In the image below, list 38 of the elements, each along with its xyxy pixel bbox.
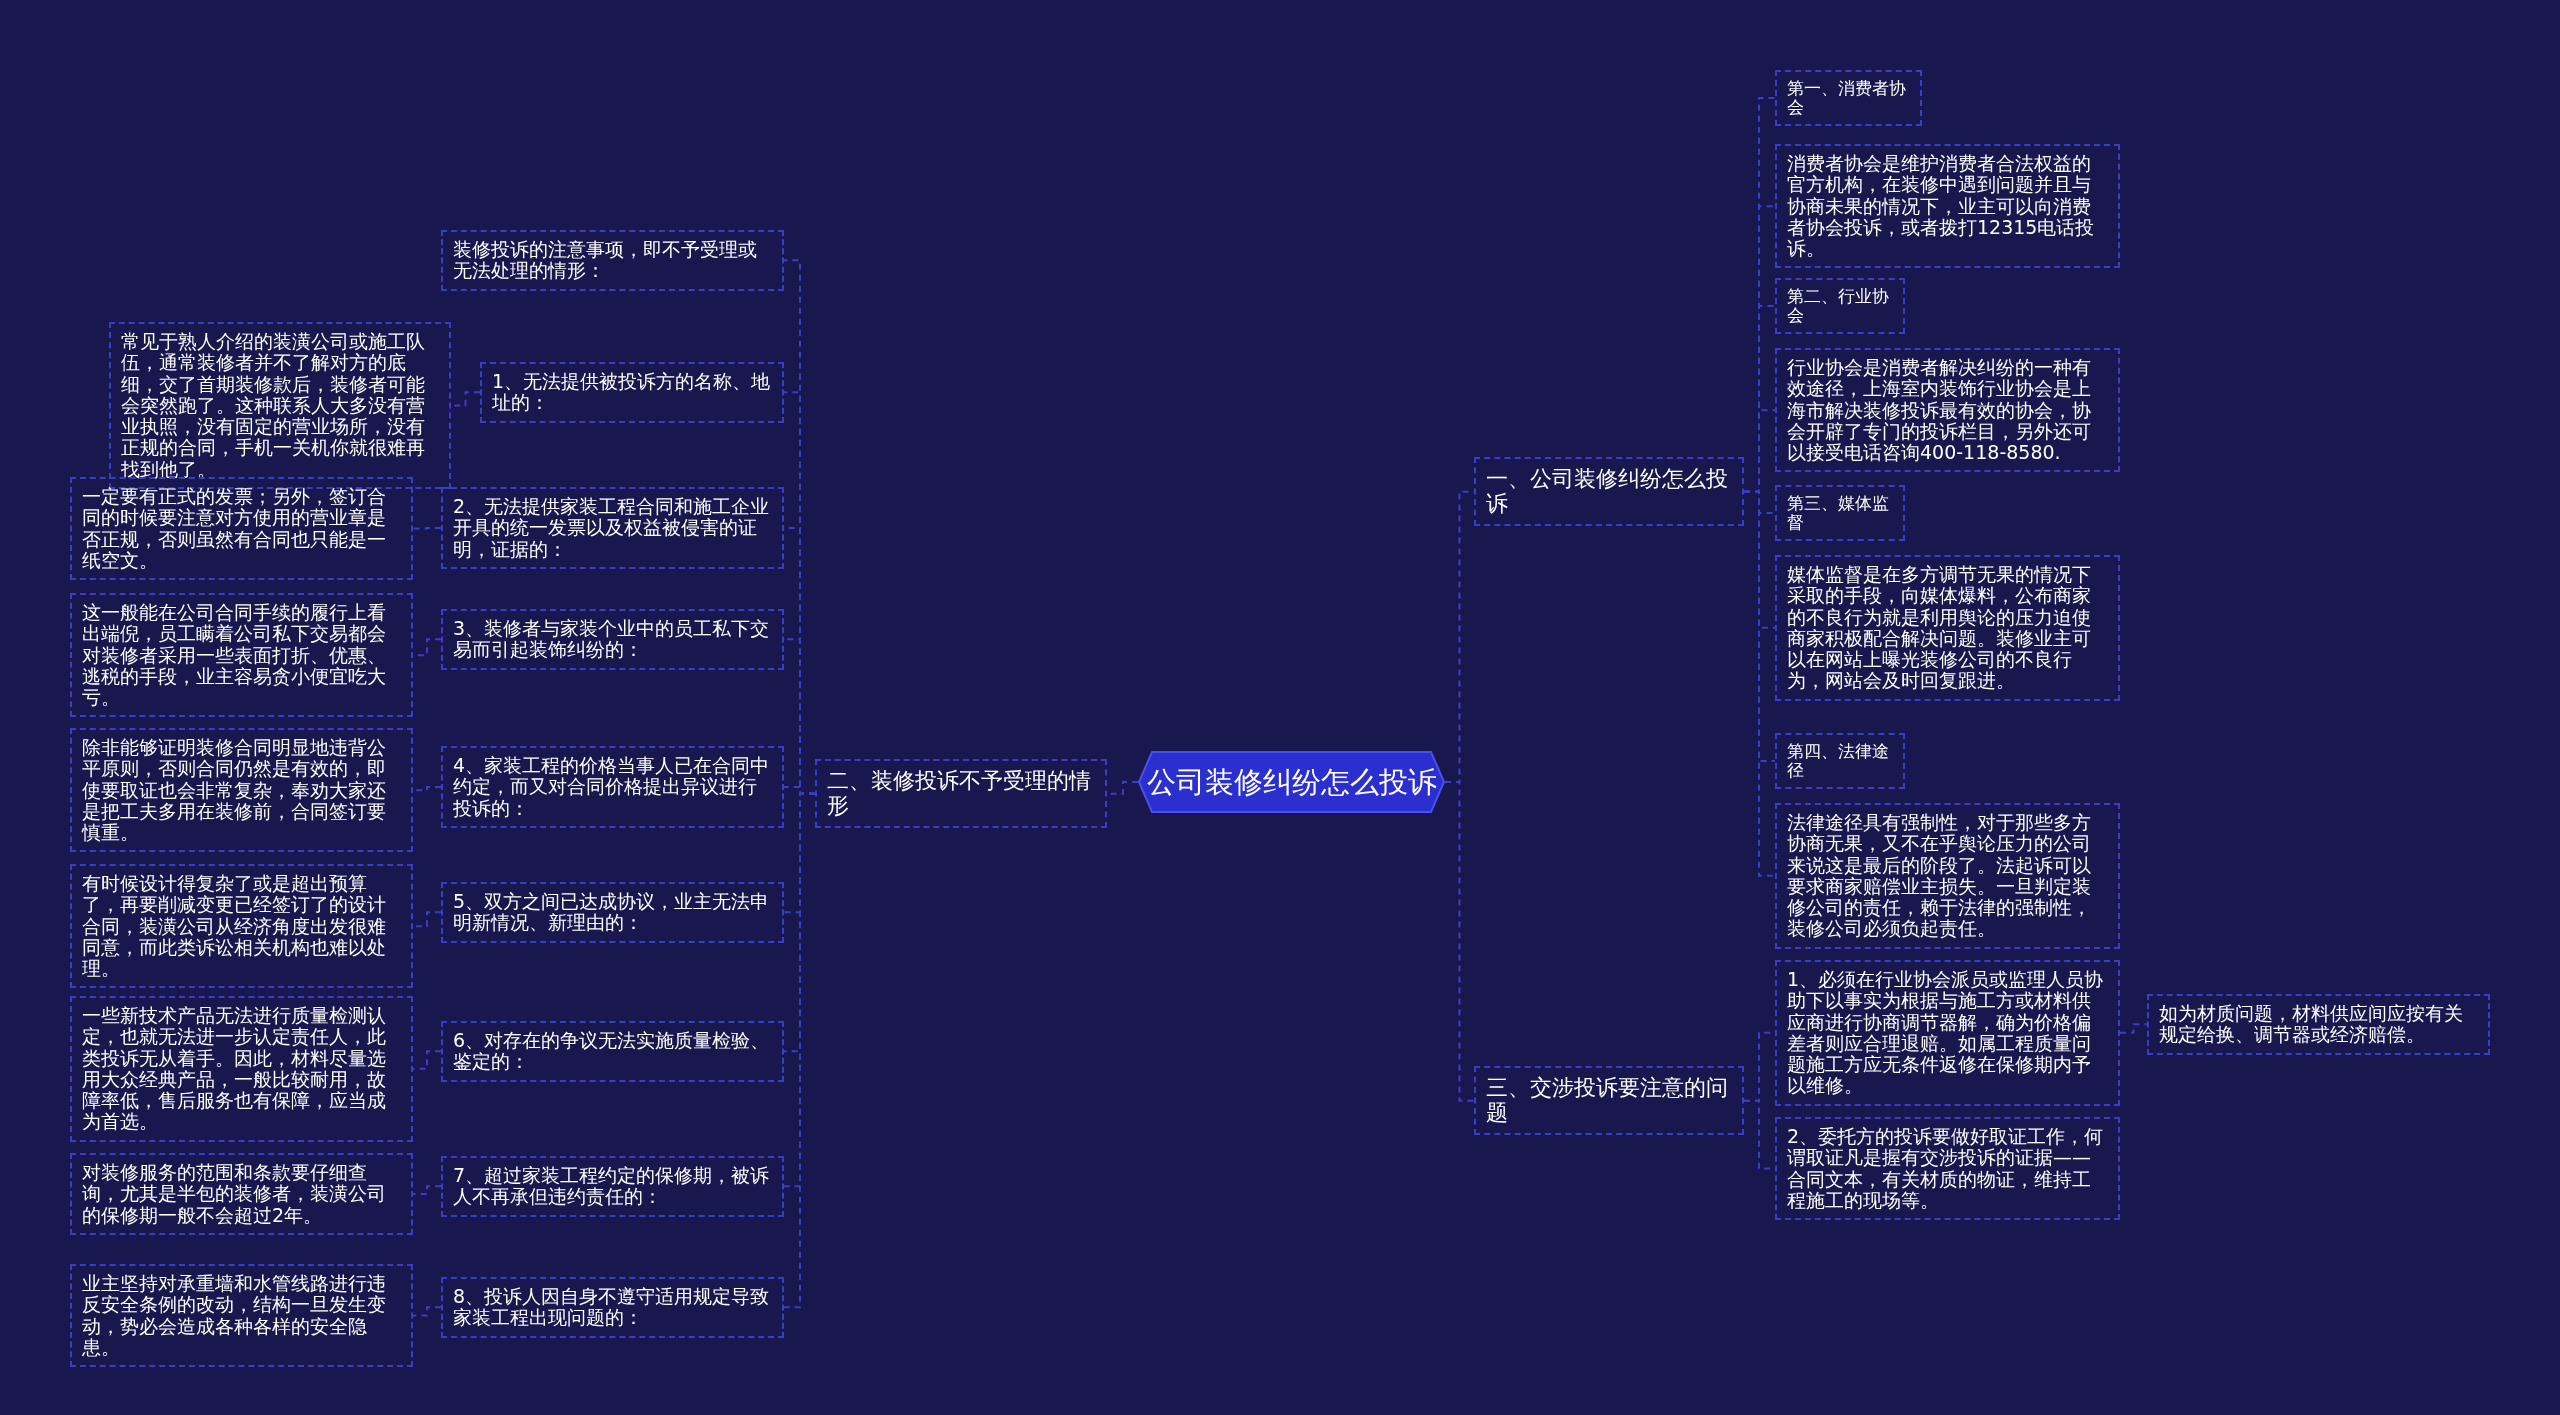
note-box: 行业协会是消费者解决纠纷的一种有效途径，上海室内装饰行业协会是上海市解决装修投诉最有效的协会，协会开辟了专门的投诉栏目，另外还可以接受电话咨询400-118-8580. bbox=[1775, 348, 2120, 473]
connector-line bbox=[1743, 490, 1776, 877]
note-box: 3、装修者与家装个业中的员工私下交易而引起装饰纠纷的： bbox=[441, 609, 784, 670]
note-box: 消费者协会是维护消费者合法权益的官方机构，在装修中遇到问题并且与协商未果的情况下，业主可以向消费者协会投诉，或者拨打12315电话投诉。 bbox=[1775, 144, 2120, 269]
note-box: 有时候设计得复杂了或是超出预算了，再要削减变更已经签订了的设计合同，装潢公司从经济角度出发很难同意，而此类诉讼相关机构也难以处理。 bbox=[70, 864, 413, 989]
heading-box: 第一、消费者协会 bbox=[1775, 70, 1922, 127]
note-box: 一些新技术产品无法进行质量检测认定，也就无法进一步认定责任人，此类投诉无从着手。因此，材料尽量选用大众经典产品，一般比较耐用，故障率低，售后服务也有保障，应当成为首选。 bbox=[70, 996, 413, 1142]
heading-box: 第三、媒体监督 bbox=[1775, 485, 1905, 542]
note-box: 1、必须在行业协会派员或监理人员协助下以事实为根据与施工方或材料供应商进行协商调节器解，确为价格偏差者则应合理退赔。如属工程质量问题施工方应无条件返修在保修期内予以维修。 bbox=[1775, 960, 2120, 1106]
note-box: 7、超过家装工程约定的保修期，被诉人不再承但违约责任的： bbox=[441, 1156, 784, 1217]
note-box: 如为材质问题，材料供应间应按有关规定给换、调节器或经济赔偿。 bbox=[2147, 994, 2490, 1055]
note-box: 对装修服务的范围和条款要仔细查询，尤其是半包的装修者，装潢公司的保修期一般不会超过2年。 bbox=[70, 1153, 413, 1235]
connector-line bbox=[412, 1050, 442, 1070]
central-topic: 公司装修纠纷怎么投诉 bbox=[1138, 751, 1445, 813]
note-box: 8、投诉人因自身不遵守适用规定导致家装工程出现问题的： bbox=[441, 1277, 784, 1338]
note-box: 2、无法提供家装工程合同和施工企业开具的统一发票以及权益被侵害的证明，证据的： bbox=[441, 487, 784, 569]
connector-line bbox=[783, 792, 816, 1309]
note-box: 装修投诉的注意事项，即不予受理或无法处理的情形： bbox=[441, 230, 784, 291]
connector-line bbox=[2119, 1023, 2148, 1034]
heading-box: 第二、行业协会 bbox=[1775, 278, 1905, 335]
branch-box: 三、交涉投诉要注意的问题 bbox=[1474, 1066, 1744, 1136]
note-box: 4、家装工程的价格当事人已在合同中约定，而又对合同价格提出异议进行投诉的： bbox=[441, 746, 784, 828]
note-box: 业主坚持对承重墙和水管线路进行违反安全条例的改动，结构一旦发生变动，势必会造成各种各样的安全隐患。 bbox=[70, 1264, 413, 1368]
note-box: 2、委托方的投诉要做好取证工作，何谓取证凡是握有交涉投诉的证据——合同文本，有关材质的物证，维持工程施工的现场等。 bbox=[1775, 1117, 2120, 1221]
branch-box: 二、装修投诉不予受理的情形 bbox=[815, 759, 1107, 829]
note-box: 除非能够证明装修合同明显地违背公平原则，否则合同仍然是有效的，即使要取证也会非常复杂，奉劝大家还是把工夫多用在装修前，合同签订要慎重。 bbox=[70, 728, 413, 853]
note-box: 6、对存在的争议无法实施质量检验、鉴定的： bbox=[441, 1021, 784, 1082]
connector-line bbox=[412, 1306, 442, 1317]
connector-line bbox=[1444, 781, 1475, 1102]
note-box: 法律途径具有强制性，对于那些多方协商无果，又不在乎舆论压力的公司来说这是最后的阶段了。法起诉可以要求商家赔偿业主损失。一旦判定装修公司的责任，赖于法律的强制性，装修公司必须负起责任。 bbox=[1775, 803, 2120, 949]
note-box: 1、无法提供被投诉方的名称、地址的： bbox=[480, 362, 784, 423]
branch-box: 一、公司装修纠纷怎么投诉 bbox=[1474, 457, 1744, 527]
note-box: 5、双方之间已达成协议，业主无法申明新情况、新理由的： bbox=[441, 882, 784, 943]
note-box: 这一般能在公司合同手续的履行上看出端倪，员工瞒着公司私下交易都会对装修者采用一些表面打折、优惠、逃税的手段，业主容易贪小便宜吃大亏。 bbox=[70, 593, 413, 718]
note-box: 媒体监督是在多方调节无果的情况下采取的手段，向媒体爆料，公布商家的不良行为就是利用舆论的压力迫使商家积极配合解决问题。装修业主可以在网站上曝光装修公司的不良行为，网站会及时回复跟进。 bbox=[1775, 555, 2120, 701]
connector-line bbox=[412, 526, 442, 530]
heading-box: 第四、法律途径 bbox=[1775, 733, 1905, 790]
connector-line bbox=[412, 1185, 442, 1195]
